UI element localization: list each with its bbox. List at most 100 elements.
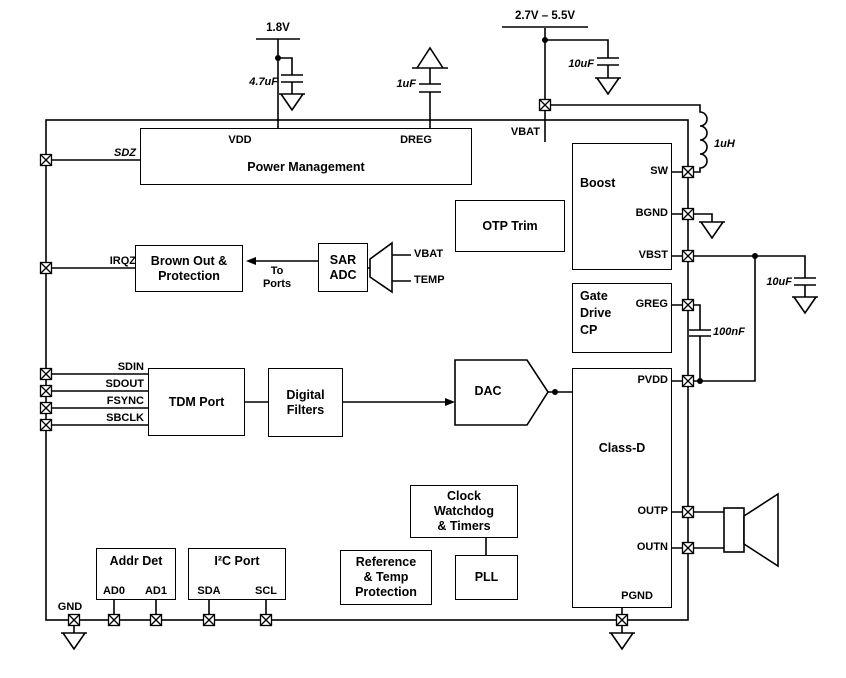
pin-sdz bbox=[39, 153, 53, 167]
class-d-title: Class-D bbox=[598, 441, 646, 455]
pin-label-irqz: IRQZ bbox=[109, 255, 136, 267]
pin-sbclk bbox=[39, 418, 53, 432]
pin-sw bbox=[681, 165, 695, 179]
pin-bgnd bbox=[681, 207, 695, 221]
cap-vbst-label: 10uF bbox=[766, 276, 792, 288]
pin-label-outp: OUTP bbox=[637, 505, 668, 517]
pin-pvdd bbox=[681, 374, 695, 388]
block-otp-trim: OTP Trim bbox=[455, 200, 565, 252]
wire-right-stubs bbox=[672, 171, 688, 382]
pin-scl bbox=[259, 613, 273, 627]
capacitor-vbst-ground bbox=[694, 255, 818, 315]
block-gate-drive-cp bbox=[572, 283, 672, 353]
pin-fsync bbox=[39, 401, 53, 415]
wires-and-symbols bbox=[45, 26, 818, 651]
pin-sdin bbox=[39, 367, 53, 381]
supply-vbat-label: 2.7V – 5.5V bbox=[514, 10, 576, 22]
addr-det-title: Addr Det bbox=[109, 554, 163, 568]
capacitor-vdd-ground bbox=[278, 57, 305, 112]
arrowheads-dots bbox=[246, 37, 758, 406]
pin-label-ad0: AD0 bbox=[102, 585, 125, 597]
power-management-title: Power Management bbox=[247, 160, 365, 174]
block-digital-filters: Digital Filters bbox=[268, 368, 343, 437]
pin-label-pgnd: PGND bbox=[621, 590, 653, 602]
pin-label-sdin: SDIN bbox=[117, 361, 144, 373]
junction-dot bbox=[275, 55, 281, 61]
pin-ad0 bbox=[107, 613, 121, 627]
pin-label-greg: GREG bbox=[635, 298, 668, 310]
pin-label-gnd: GND bbox=[57, 601, 83, 613]
cap-greg-label: 100nF bbox=[713, 326, 745, 338]
pin-label-sw: SW bbox=[650, 165, 668, 177]
capacitor-vbat-ground bbox=[545, 39, 621, 96]
pin-label-outn: OUTN bbox=[636, 541, 668, 553]
to-ports-annotation: To Ports bbox=[262, 265, 292, 290]
cap-vdd-label: 4.7uF bbox=[249, 76, 278, 88]
junction-dot bbox=[542, 37, 548, 43]
block-clock-watchdog: Clock Watchdog & Timers bbox=[410, 485, 518, 538]
pin-label-pvdd: PVDD bbox=[637, 374, 668, 386]
dac-shape bbox=[454, 359, 549, 426]
block-sar-adc: SAR ADC bbox=[318, 243, 368, 292]
ground-gnd bbox=[61, 626, 87, 651]
block-brown-out: Brown Out & Protection bbox=[135, 245, 243, 292]
pin-label-vbst: VBST bbox=[638, 249, 668, 261]
pin-outn bbox=[681, 541, 695, 555]
gate-drive-cp-title: Gate Drive CP bbox=[580, 289, 612, 337]
pin-label-scl: SCL bbox=[255, 585, 277, 597]
pin-label-bgnd: BGND bbox=[635, 207, 668, 219]
pin-gnd bbox=[67, 613, 81, 627]
wire-tdm-inputs bbox=[52, 373, 148, 426]
pin-pgnd bbox=[615, 613, 629, 627]
pin-label-sdz: SDZ bbox=[114, 147, 136, 159]
wire-vbst-pvdd bbox=[694, 256, 756, 382]
boost-title: Boost bbox=[580, 176, 616, 190]
block-tdm-port: TDM Port bbox=[148, 368, 245, 436]
pin-vbat bbox=[538, 98, 552, 112]
pin-label-sda: SDA bbox=[197, 585, 221, 597]
cap-vbat-label: 10uF bbox=[568, 58, 594, 70]
capacitor-greg bbox=[689, 304, 711, 381]
pin-label-sdout: SDOUT bbox=[105, 378, 145, 390]
wire-out-speaker bbox=[672, 511, 724, 549]
ground-pgnd bbox=[609, 626, 635, 651]
block-boost bbox=[572, 143, 672, 270]
block-addr-det bbox=[96, 548, 176, 600]
arrow-into-dac bbox=[445, 398, 455, 406]
block-reference: Reference & Temp Protection bbox=[340, 550, 432, 605]
capacitor-dreg-ground bbox=[412, 46, 448, 128]
pin-label-vbat: VBAT bbox=[510, 126, 540, 138]
pin-vbst bbox=[681, 249, 695, 263]
block-class-d bbox=[572, 368, 672, 608]
mux-shape bbox=[369, 241, 393, 294]
ground-bgnd bbox=[694, 213, 725, 240]
block-i2c-port bbox=[188, 548, 286, 600]
block-power-management bbox=[140, 128, 472, 185]
pin-label-ad1: AD1 bbox=[144, 585, 167, 597]
pin-sda bbox=[202, 613, 216, 627]
pin-ad1 bbox=[149, 613, 163, 627]
pin-label-sbclk: SBCLK bbox=[106, 412, 144, 424]
arrow-to-ports bbox=[246, 257, 256, 265]
pin-irqz bbox=[39, 261, 53, 275]
pin-greg bbox=[681, 298, 695, 312]
block-pll: PLL bbox=[455, 555, 518, 600]
wire-bottom-pins bbox=[113, 600, 267, 620]
pin-label-dreg: DREG bbox=[400, 134, 432, 146]
speaker-icon bbox=[723, 507, 745, 553]
dac-title: DAC bbox=[474, 384, 502, 398]
junction-dot bbox=[752, 253, 758, 259]
pin-label-fsync: FSYNC bbox=[106, 395, 144, 407]
pin-sdout bbox=[39, 384, 53, 398]
cap-dreg-label: 1uF bbox=[396, 78, 416, 90]
junction-dot bbox=[552, 389, 558, 395]
pin-outp bbox=[681, 505, 695, 519]
mux-input-temp-label: TEMP bbox=[414, 274, 445, 286]
speaker-cone-icon bbox=[743, 492, 779, 568]
pin-label-vdd: VDD bbox=[228, 134, 252, 146]
mux-input-vbat-label: VBAT bbox=[414, 248, 444, 260]
inductor-symbol bbox=[545, 104, 708, 173]
junction-dot bbox=[697, 378, 703, 384]
